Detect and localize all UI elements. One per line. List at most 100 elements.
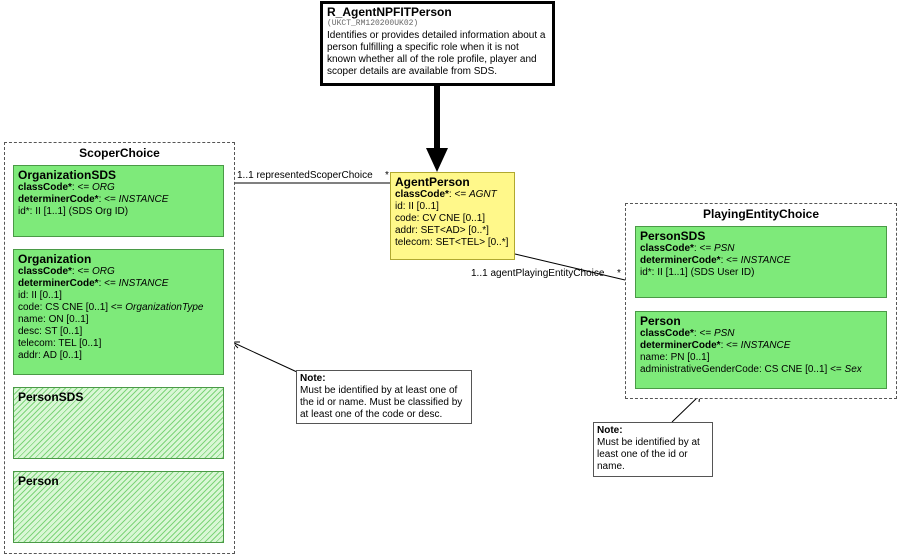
playing-entity-choice-title: PlayingEntityChoice bbox=[702, 207, 820, 221]
attribute-value: id*: II [1..1] (SDS User ID) bbox=[640, 267, 755, 278]
person-note: Note: Must be identified by at least one… bbox=[593, 422, 713, 477]
attribute-vocabulary: Sex bbox=[844, 364, 862, 375]
player-person-sds-name: PersonSDS bbox=[640, 229, 706, 243]
attribute-row: id*: II [1..1] (SDS Org ID) bbox=[18, 206, 219, 218]
attribute-label: determinerCode* bbox=[640, 255, 721, 266]
scoper-person-class: Person bbox=[13, 471, 224, 543]
attribute-row: telecom: SET<TEL> [0..*] bbox=[395, 237, 510, 249]
player-association-multiplicity: * bbox=[617, 268, 621, 279]
scoper-person-sds-class: PersonSDS bbox=[13, 387, 224, 459]
attribute-value: addr: AD [0..1] bbox=[18, 350, 82, 361]
person-note-text: Must be identified by at least one of th… bbox=[597, 437, 700, 472]
person-note-anchor-line bbox=[671, 394, 701, 423]
attribute-vocabulary: ORG bbox=[91, 266, 115, 277]
attribute-value: : <= bbox=[71, 266, 92, 277]
attribute-value: : <= bbox=[98, 194, 119, 205]
attribute-value: id: II [0..1] bbox=[18, 290, 62, 301]
attribute-value: administrativeGenderCode: CS CNE [0..1] … bbox=[640, 364, 845, 375]
attribute-row: classCode*: <= AGNT bbox=[395, 189, 510, 201]
attribute-row: determinerCode*: <= INSTANCE bbox=[18, 278, 219, 290]
organization-note-heading: Note: bbox=[300, 373, 326, 384]
attribute-value: : <= bbox=[448, 189, 469, 200]
attribute-row: addr: AD [0..1] bbox=[18, 350, 219, 362]
scoper-association-label: 1..1 representedScoperChoice bbox=[237, 170, 373, 181]
attribute-row: id: II [0..1] bbox=[395, 201, 510, 213]
scoper-person-sds-name: PersonSDS bbox=[18, 390, 84, 404]
person-note-heading: Note: bbox=[597, 425, 623, 436]
attribute-label: classCode* bbox=[640, 328, 694, 339]
attribute-row: determinerCode*: <= INSTANCE bbox=[18, 194, 219, 206]
attribute-row: name: PN [0..1] bbox=[640, 352, 882, 364]
attribute-vocabulary: ORG bbox=[91, 182, 115, 193]
attribute-value: name: ON [0..1] bbox=[18, 314, 89, 325]
scoper-association-multiplicity: * bbox=[385, 170, 389, 181]
attribute-label: determinerCode* bbox=[640, 340, 721, 351]
attribute-row: telecom: TEL [0..1] bbox=[18, 338, 219, 350]
attribute-row: classCode*: <= ORG bbox=[18, 182, 219, 194]
attribute-vocabulary: INSTANCE bbox=[740, 255, 791, 266]
organization-note-text: Must be identified by at least one of th… bbox=[300, 385, 463, 420]
attribute-vocabulary: AGNT bbox=[468, 189, 497, 200]
attribute-value: name: PN [0..1] bbox=[640, 352, 710, 363]
attribute-row: determinerCode*: <= INSTANCE bbox=[640, 255, 882, 267]
entry-subtitle: (UKCT_RM120200UK02) bbox=[327, 19, 419, 28]
attribute-row: name: ON [0..1] bbox=[18, 314, 219, 326]
attribute-value: id*: II [1..1] (SDS Org ID) bbox=[18, 206, 129, 217]
player-association-line bbox=[514, 253, 626, 281]
attribute-value: code: CS CNE [0..1] <= bbox=[18, 302, 126, 313]
scoper-person-name: Person bbox=[18, 474, 59, 488]
player-association-label: 1..1 agentPlayingEntityChoice bbox=[471, 268, 605, 279]
attribute-row: classCode*: <= ORG bbox=[18, 266, 219, 278]
organization-sds-name: OrganizationSDS bbox=[18, 168, 117, 182]
attribute-value: addr: SET<AD> [0..*] bbox=[395, 225, 489, 236]
attribute-vocabulary: OrganizationType bbox=[125, 302, 204, 313]
player-person-name: Person bbox=[640, 314, 681, 328]
attribute-vocabulary: INSTANCE bbox=[118, 194, 169, 205]
attribute-value: telecom: TEL [0..1] bbox=[18, 338, 102, 349]
attribute-value: desc: ST [0..1] bbox=[18, 326, 83, 337]
organization-name: Organization bbox=[18, 252, 92, 266]
entry-arrow-head bbox=[426, 148, 448, 172]
attribute-row: addr: SET<AD> [0..*] bbox=[395, 225, 510, 237]
attribute-label: classCode* bbox=[18, 182, 72, 193]
attribute-row: code: CV CNE [0..1] bbox=[395, 213, 510, 225]
scoper-choice-title: ScoperChoice bbox=[79, 146, 160, 160]
attribute-value: : <= bbox=[720, 255, 741, 266]
attribute-value: : <= bbox=[693, 243, 714, 254]
attribute-value: telecom: SET<TEL> [0..*] bbox=[395, 237, 509, 248]
entry-description: Identifies or provides detailed informat… bbox=[327, 30, 546, 77]
attribute-row: determinerCode*: <= INSTANCE bbox=[640, 340, 882, 352]
attribute-value: : <= bbox=[693, 328, 714, 339]
entry-point-box: R_AgentNPFITPerson (UKCT_RM120200UK02) I… bbox=[320, 1, 555, 86]
attribute-label: classCode* bbox=[18, 266, 72, 277]
attribute-row: desc: ST [0..1] bbox=[18, 326, 219, 338]
attribute-value: : <= bbox=[720, 340, 741, 351]
attribute-value: : <= bbox=[98, 278, 119, 289]
attribute-row: classCode*: <= PSN bbox=[640, 243, 882, 255]
attribute-label: determinerCode* bbox=[18, 278, 99, 289]
attribute-value: id: II [0..1] bbox=[395, 201, 439, 212]
attribute-value: code: CV CNE [0..1] bbox=[395, 213, 486, 224]
attribute-row: classCode*: <= PSN bbox=[640, 328, 882, 340]
attribute-vocabulary: PSN bbox=[713, 328, 735, 339]
attribute-row: id: II [0..1] bbox=[18, 290, 219, 302]
attribute-row: administrativeGenderCode: CS CNE [0..1] … bbox=[640, 364, 882, 376]
attribute-label: classCode* bbox=[640, 243, 694, 254]
org-note-anchor-line bbox=[231, 341, 298, 373]
attribute-label: classCode* bbox=[395, 189, 449, 200]
attribute-label: determinerCode* bbox=[18, 194, 99, 205]
attribute-value: : <= bbox=[71, 182, 92, 193]
entry-title: R_AgentNPFITPerson bbox=[327, 5, 452, 19]
attribute-vocabulary: PSN bbox=[713, 243, 735, 254]
